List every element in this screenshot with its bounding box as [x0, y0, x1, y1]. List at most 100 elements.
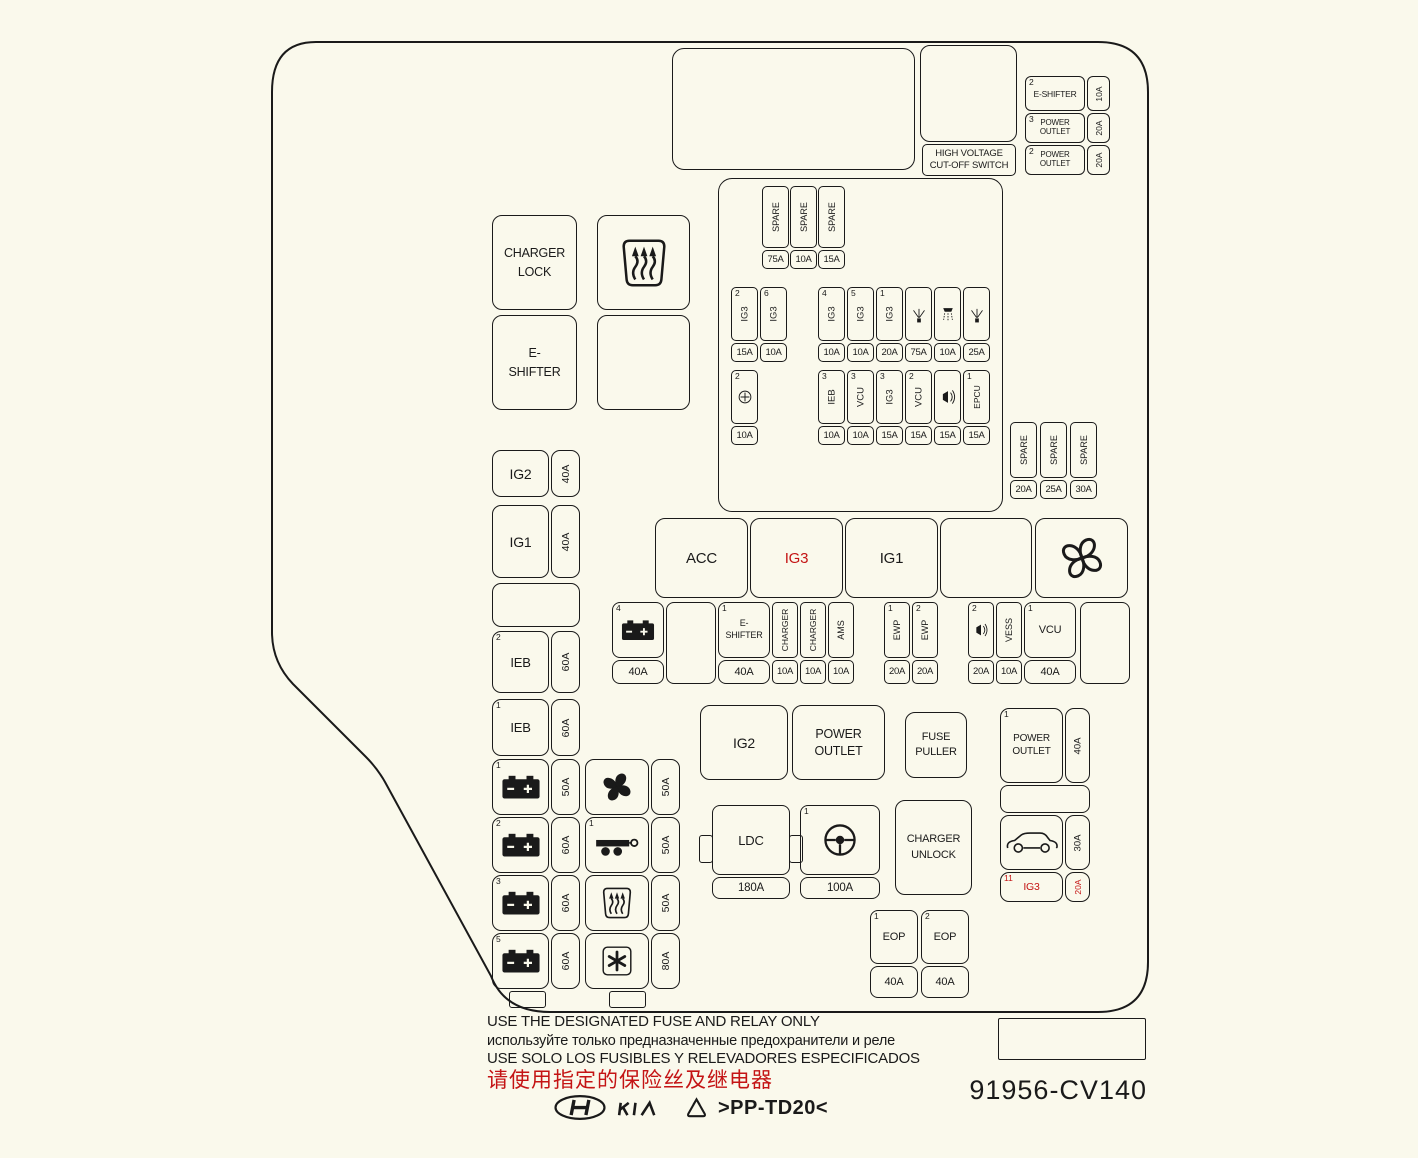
fuse-charger: CHARGER 10A	[800, 602, 826, 684]
fuse-amp: 40A	[870, 966, 918, 998]
fuse-label: EOP	[933, 931, 957, 943]
washer-spray-icon	[966, 301, 988, 327]
fuse-index: 1	[722, 603, 727, 613]
relay-box-empty	[940, 518, 1032, 598]
fuse-label: E-SHIFTER	[1033, 88, 1077, 99]
fuse-amp: 20A	[912, 660, 938, 684]
fuse-amp: 50A	[659, 835, 672, 855]
fuse-label: E- SHIFTER	[725, 618, 763, 640]
fuse-battery-2: 2 60A	[492, 817, 580, 873]
fuse-amp: 20A	[968, 660, 994, 684]
fuse-amp: 40A	[612, 660, 664, 684]
mount-tab	[609, 991, 646, 1008]
fuse-fan: 50A	[585, 759, 680, 815]
empty-box	[597, 315, 690, 410]
fuse-index: 2	[735, 288, 740, 298]
fuse-puller-box: FUSE PULLER	[905, 712, 967, 778]
hv-cutoff-switch-label: HIGH VOLTAGE CUT-OFF SWITCH	[922, 144, 1016, 176]
part-number: 91956-CV140	[969, 1075, 1147, 1105]
fuse-amp: 10A	[934, 343, 961, 362]
sprinkler-icon	[937, 301, 959, 327]
fuse-amp: 10A	[828, 660, 854, 684]
fuse-label: IG3	[1023, 881, 1040, 893]
fuse-label: SPARE	[798, 202, 809, 232]
fuse-index: 4	[616, 603, 621, 613]
fuse-index: 5	[496, 934, 501, 944]
fuse-label: IG3	[739, 306, 750, 322]
fuse-amp: 10A	[800, 660, 826, 684]
fuse-amp: 20A	[1072, 879, 1083, 895]
fuse-car: 30A	[1000, 815, 1090, 870]
fuse-label: SPARE	[1018, 435, 1029, 465]
fuse-amp: 10A	[772, 660, 798, 684]
empty-box	[492, 583, 580, 627]
fuse-label: IG3	[884, 306, 895, 322]
fuse-amp: 60A	[559, 718, 572, 737]
fuse-index: 5	[851, 288, 856, 298]
power-outlet-box: POWER OUTLET	[792, 705, 885, 780]
notice-zh: 请使用指定的保险丝及继电器	[487, 1069, 773, 1092]
fuse-amp: 15A	[963, 426, 990, 445]
fuse-label: VCU	[855, 386, 866, 408]
hv-cutoff-switch-box	[920, 45, 1017, 142]
relay-ig1: IG1	[845, 518, 938, 598]
fuse-amp: 10A	[760, 343, 787, 362]
fuse-amp: 15A	[876, 426, 903, 445]
fuse-label: IG3	[768, 306, 779, 322]
fuse-index: 2	[909, 371, 914, 381]
kia-logo	[617, 1099, 665, 1119]
fuse-label: POWER OUTLET	[1039, 150, 1071, 168]
relay-cover-box	[672, 48, 915, 170]
fuse-amp: 15A	[731, 343, 758, 362]
fuse-amp: 10A	[818, 343, 845, 362]
relay-ig2: IG2	[700, 705, 788, 780]
fuse-battery-4: 4 40A	[612, 602, 664, 684]
fuse-index: 2	[1029, 77, 1034, 87]
fuse-amp: 40A	[921, 966, 969, 998]
fuse-amp: 75A	[905, 343, 932, 362]
fuse-amp: 10A	[731, 426, 758, 445]
notice-ru: используйте только предназначенные предо…	[487, 1033, 896, 1049]
fuse-e-shifter-2: 2 E-SHIFTER 10A	[1025, 76, 1110, 111]
fuse-battery-3: 3 60A	[492, 875, 580, 931]
washer-spray-icon	[908, 301, 930, 327]
fuse-label: IG2	[509, 465, 532, 482]
charger-unlock-box: CHARGER UNLOCK	[895, 800, 972, 895]
fuse-spare-star: 80A	[585, 933, 680, 989]
material-code: >PP-TD20<	[718, 1097, 829, 1119]
fuse-panel-outline	[718, 178, 1003, 512]
fuse-spare: SPARE 20A	[1010, 422, 1037, 499]
fuse-amp: 40A	[1072, 737, 1083, 754]
fan-icon	[1052, 528, 1112, 588]
fuse-index: 1	[589, 818, 594, 828]
battery-icon	[619, 618, 657, 643]
fuse-amp: 25A	[963, 343, 990, 362]
fuse-label: VESS	[1004, 617, 1014, 643]
fuse-index: 1	[967, 371, 972, 381]
fuse-label: IG3	[826, 306, 837, 322]
mount-tab	[509, 991, 546, 1008]
star-icon	[599, 943, 635, 979]
e-shifter-box: E- SHIFTER	[492, 315, 577, 410]
fuse-amp: 60A	[559, 951, 572, 971]
car-icon	[1004, 829, 1060, 857]
fuse-amp: 50A	[559, 777, 572, 797]
fuse-defrost: 50A	[585, 875, 680, 931]
fuse-amp: 40A	[1024, 660, 1076, 684]
fuse-label: EWP	[920, 619, 930, 641]
fuse-index: 2	[496, 818, 501, 828]
fuse-amp: 60A	[559, 835, 572, 855]
battery-icon	[499, 831, 543, 860]
